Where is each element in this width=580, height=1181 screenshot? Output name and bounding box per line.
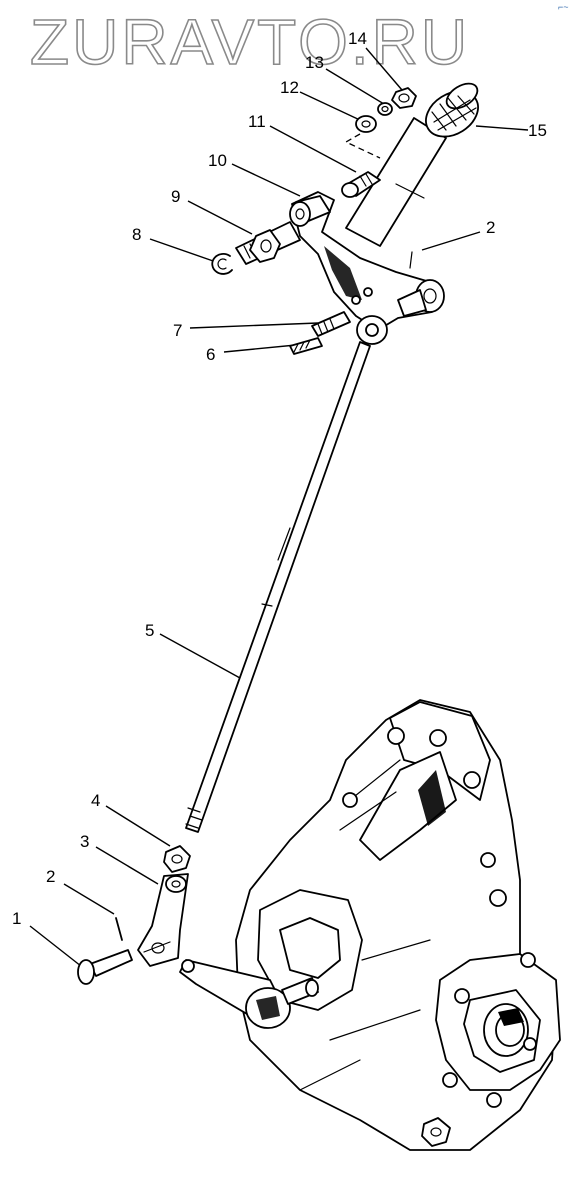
callout-9: 9 — [171, 187, 180, 206]
rod-eye — [356, 315, 388, 345]
callout-1: 1 — [12, 909, 21, 928]
circlip — [211, 253, 233, 275]
selector-lever — [179, 959, 319, 1029]
callout-10: 10 — [208, 151, 227, 170]
callout-2: 2 — [46, 867, 55, 886]
top-nut — [391, 87, 417, 109]
callout-2: 2 — [486, 218, 495, 237]
lever-assembly — [211, 82, 479, 355]
callout-7: 7 — [173, 321, 182, 340]
flat-washer — [355, 115, 377, 133]
gearbox-housing — [179, 699, 561, 1151]
callout-6: 6 — [206, 345, 215, 364]
callout-5: 5 — [145, 621, 154, 640]
callout-13: 13 — [305, 53, 324, 72]
lower-linkage — [77, 845, 191, 985]
shift-rod — [185, 341, 371, 833]
lever-knob — [425, 82, 479, 138]
callout-4: 4 — [91, 791, 100, 810]
corner-mark: ⌐~ — [558, 2, 569, 12]
callout-15: 15 — [528, 121, 547, 140]
pivot-bolt — [341, 171, 381, 198]
callout-11: 11 — [248, 112, 266, 131]
adjust-bolt — [235, 221, 301, 265]
leader-lines — [29, 47, 529, 971]
watermark-text: ZURAVTO.RU — [30, 6, 470, 78]
spring-pin — [289, 311, 351, 355]
lever-bracket — [289, 191, 445, 331]
callout-labels: 1 2 2 3 4 5 6 7 8 9 10 11 12 13 14 15 — [12, 29, 547, 928]
callout-8: 8 — [132, 225, 141, 244]
callout-3: 3 — [80, 832, 89, 851]
lock-washer — [377, 102, 393, 116]
callout-14: 14 — [348, 29, 367, 48]
callout-12: 12 — [280, 78, 299, 97]
